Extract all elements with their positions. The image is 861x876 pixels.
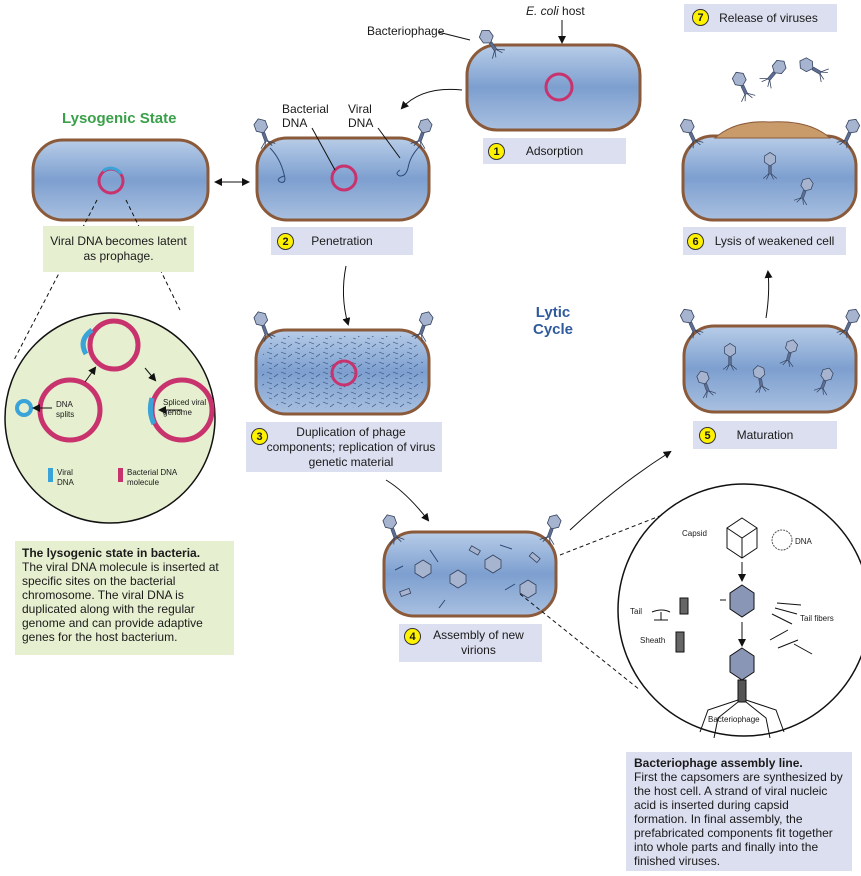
step-3-badge: 3 <box>251 428 268 445</box>
legend-viral-dna: Viral DNA <box>57 468 74 487</box>
step-7-text: Release of viruses <box>719 10 818 25</box>
step-6-box: Lysis of weakened cell <box>683 227 846 255</box>
step-4-text: Assembly of new virions <box>433 628 524 657</box>
step-3-box: Duplication of phage components; replica… <box>246 422 442 472</box>
legend-bacterial-dna: Bacterial DNA molecule <box>127 468 177 487</box>
step-1-text: Adsorption <box>525 143 584 158</box>
capsid-label: Capsid <box>682 529 707 538</box>
lysogenic-summary-text: The viral DNA molecule is inserted at sp… <box>22 560 219 644</box>
dna-label: DNA <box>795 537 812 546</box>
cell-adsorption <box>465 25 642 132</box>
cell-duplication <box>250 308 437 416</box>
step-2-box: Penetration <box>271 227 413 255</box>
host-rest: host <box>558 4 585 18</box>
spliced-genome-label: Spliced viral genome <box>163 398 207 417</box>
viral-dna-label: Viral DNA <box>348 102 374 130</box>
assembly-detail <box>519 483 861 739</box>
step-4-badge: 4 <box>404 628 421 645</box>
cell-lysogenic <box>31 138 210 222</box>
sheath-label: Sheath <box>640 636 666 645</box>
dna-splits-label: DNA splits <box>56 400 75 419</box>
bacterial-dna-label: Bacterial DNA <box>282 102 329 130</box>
lysogenic-title: Lysogenic State <box>62 110 177 127</box>
flow-arrows <box>311 20 773 531</box>
assembly-summary-title: Bacteriophage assembly line. <box>634 756 803 770</box>
step-3-text: Duplication of phage components; replica… <box>266 424 436 469</box>
tail-fibers-label: Tail fibers <box>800 614 834 623</box>
step-5-text: Maturation <box>736 427 794 442</box>
prophage-note-text: Viral DNA becomes latent as prophage. <box>50 234 187 263</box>
lytic-title: Lytic Cycle <box>532 304 574 338</box>
cell-maturation <box>676 305 861 414</box>
step-2-badge: 2 <box>277 233 294 250</box>
bacteriophage-label: Bacteriophage <box>367 24 445 38</box>
lysogenic-summary-title: The lysogenic state in bacteria. <box>22 546 201 560</box>
host-italic: E. coli <box>526 4 559 18</box>
assembly-summary: Bacteriophage assembly line. First the c… <box>626 752 852 871</box>
step-7-box: Release of viruses <box>684 4 837 32</box>
tail-label: Tail <box>630 607 643 616</box>
assembly-summary-text: First the capsomers are synthesized by t… <box>634 770 843 868</box>
cell-penetration <box>250 115 436 222</box>
step-4-box: Assembly of new virions <box>399 624 542 662</box>
released-viruses <box>728 54 831 104</box>
step-1-box: Adsorption <box>483 138 626 164</box>
step-6-text: Lysis of weakened cell <box>714 233 835 248</box>
cell-lysis <box>676 115 861 222</box>
assembled-phage-label: Bacteriophage <box>708 715 760 724</box>
host-label: E. coli host <box>526 4 585 18</box>
step-5-badge: 5 <box>699 427 716 444</box>
step-1-badge: 1 <box>488 143 505 160</box>
step-7-badge: 7 <box>692 9 709 26</box>
lysogenic-summary: The lysogenic state in bacteria. The vir… <box>15 541 234 655</box>
step-2-text: Penetration <box>311 233 373 248</box>
step-6-badge: 6 <box>687 233 704 250</box>
step-5-box: Maturation <box>693 421 837 449</box>
cell-assembly <box>379 511 565 618</box>
prophage-note: Viral DNA becomes latent as prophage. <box>43 226 194 272</box>
